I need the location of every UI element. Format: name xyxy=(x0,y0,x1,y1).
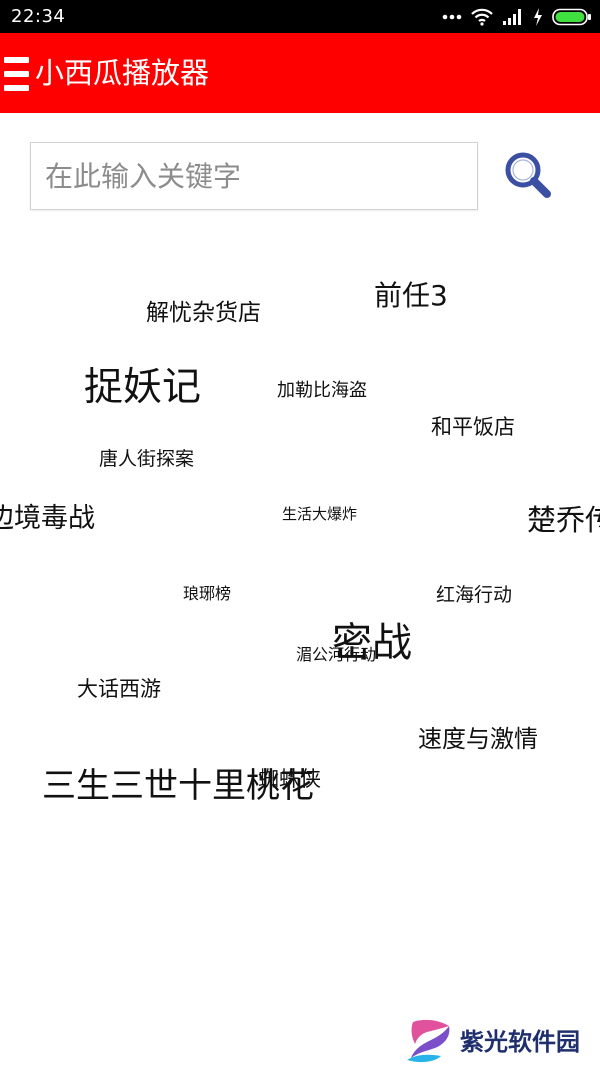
keyword-tag[interactable]: 生活大爆炸 xyxy=(282,505,358,523)
keyword-tag[interactable]: 楚乔传 xyxy=(527,503,600,537)
keyword-tag[interactable]: 解忧杂货店 xyxy=(146,300,261,326)
keyword-tag[interactable]: 大话西游 xyxy=(77,677,161,701)
watermark: 紫光软件园 xyxy=(405,1018,595,1064)
keyword-tag[interactable]: 捉妖记 xyxy=(84,365,202,410)
status-icons xyxy=(442,6,592,28)
keyword-tag[interactable]: 边境毒战 xyxy=(0,503,95,534)
keyword-tag[interactable]: 密战 xyxy=(332,620,412,666)
search-icon xyxy=(505,152,551,198)
keyword-tag[interactable]: 唐人街探案 xyxy=(99,448,195,470)
charging-icon xyxy=(534,8,542,26)
keyword-tag[interactable]: 加勒比海盗 xyxy=(277,380,367,401)
more-dots-icon xyxy=(442,14,462,20)
keyword-tag[interactable]: 湄公河行动 xyxy=(296,645,377,664)
keyword-tag[interactable]: 红海行动 xyxy=(436,584,513,606)
status-bar: 22:34 xyxy=(0,0,600,33)
keyword-tag[interactable]: 速度与激情 xyxy=(418,725,538,753)
app-title: 小西瓜播放器 xyxy=(35,56,210,90)
keyword-tag[interactable]: 琅琊榜 xyxy=(183,584,232,603)
menu-icon[interactable] xyxy=(4,57,29,91)
watermark-text: 紫光软件园 xyxy=(460,1028,580,1056)
keyword-tag[interactable]: 前任3 xyxy=(374,279,448,312)
search-input[interactable] xyxy=(30,142,478,210)
status-time: 22:34 xyxy=(11,6,66,27)
search-button[interactable] xyxy=(500,148,556,204)
keyword-tag[interactable]: 三生三世十里桃花 xyxy=(42,766,314,806)
keyword-cloud: 解忧杂货店 前任3 捉妖记 加勒比海盗 和平饭店 唐人街探案 边境毒战 生活大爆… xyxy=(0,230,600,850)
signal-icon xyxy=(503,9,521,25)
battery-icon xyxy=(552,8,591,26)
keyword-tag[interactable]: 蜘蛛侠 xyxy=(258,767,321,791)
keyword-tag[interactable]: 和平饭店 xyxy=(431,415,515,439)
watermark-logo-icon xyxy=(407,1019,450,1063)
wifi-icon xyxy=(471,8,493,26)
app-bar: 小西瓜播放器 xyxy=(0,33,600,113)
